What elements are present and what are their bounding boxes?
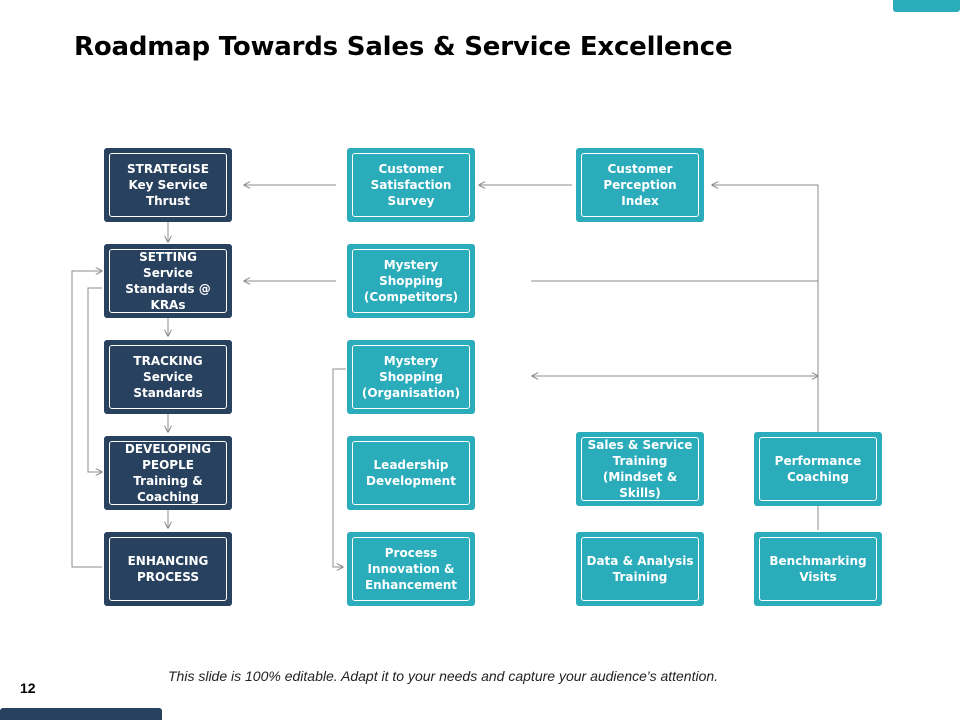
initiative-label-mystery-competitors: Mystery Shopping (Competitors)	[352, 249, 470, 313]
initiative-box-mystery-competitors: Mystery Shopping (Competitors)	[347, 244, 475, 318]
initiative-label-data-analysis: Data & Analysis Training	[581, 537, 699, 601]
process-box-developing: DEVELOPING PEOPLE Training & Coaching	[104, 436, 232, 510]
process-label-tracking: TRACKING Service Standards	[109, 345, 227, 409]
top-accent-bar	[893, 0, 960, 12]
initiative-box-leadership: Leadership Development	[347, 436, 475, 510]
initiative-box-mystery-organisation: Mystery Shopping (Organisation)	[347, 340, 475, 414]
process-label-setting: SETTING Service Standards @ KRAs	[109, 249, 227, 313]
process-box-tracking: TRACKING Service Standards	[104, 340, 232, 414]
initiative-box-process-innovation: Process Innovation & Enhancement	[347, 532, 475, 606]
initiative-box-data-analysis: Data & Analysis Training	[576, 532, 704, 606]
process-box-strategise: STRATEGISE Key Service Thrust	[104, 148, 232, 222]
loop-enhancing-to-setting	[71, 271, 102, 568]
process-label-strategise: STRATEGISE Key Service Thrust	[109, 153, 227, 217]
initiative-label-performance-coaching: Performance Coaching	[759, 437, 877, 501]
initiative-label-mystery-organisation: Mystery Shopping (Organisation)	[352, 345, 470, 409]
initiative-label-benchmarking: Benchmarking Visits	[759, 537, 877, 601]
initiative-box-performance-coaching: Performance Coaching	[754, 432, 882, 506]
process-label-enhancing: ENHANCING PROCESS	[109, 537, 227, 601]
footer-note: This slide is 100% editable. Adapt it to…	[168, 668, 719, 684]
loop-setting-to-developing	[87, 287, 102, 472]
initiative-label-customer-survey: Customer Satisfaction Survey	[352, 153, 470, 217]
initiative-box-customer-survey: Customer Satisfaction Survey	[347, 148, 475, 222]
process-label-developing: DEVELOPING PEOPLE Training & Coaching	[109, 441, 227, 505]
bottom-accent-bar	[0, 708, 162, 720]
process-box-enhancing: ENHANCING PROCESS	[104, 532, 232, 606]
initiative-label-process-innovation: Process Innovation & Enhancement	[352, 537, 470, 601]
initiative-label-leadership: Leadership Development	[352, 441, 470, 505]
initiative-box-sales-service-training: Sales & Service Training (Mindset & Skil…	[576, 432, 704, 506]
loop-organisation-to-process	[332, 368, 346, 567]
line-right-trunk	[712, 185, 819, 530]
initiative-label-customer-perception: Customer Perception Index	[581, 153, 699, 217]
initiative-box-benchmarking: Benchmarking Visits	[754, 532, 882, 606]
slide-title: Roadmap Towards Sales & Service Excellen…	[74, 32, 733, 62]
initiative-box-customer-perception: Customer Perception Index	[576, 148, 704, 222]
initiative-label-sales-service-training: Sales & Service Training (Mindset & Skil…	[581, 437, 699, 501]
process-box-setting: SETTING Service Standards @ KRAs	[104, 244, 232, 318]
page-number: 12	[20, 680, 36, 696]
